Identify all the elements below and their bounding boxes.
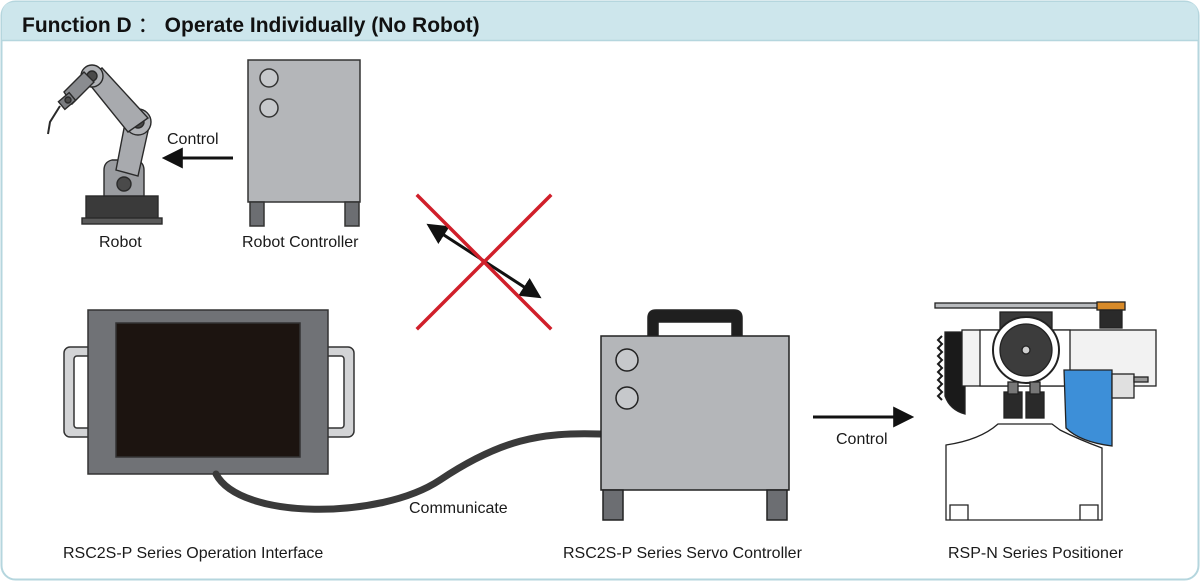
positioner-label: RSP-N Series Positioner bbox=[948, 545, 1124, 562]
communication-cable bbox=[212, 430, 604, 513]
robot-arm-icon bbox=[47, 64, 163, 225]
positioner-icon bbox=[934, 301, 1157, 521]
page-title: Function D：Operate Individually (No Robo… bbox=[22, 9, 480, 39]
servo-controller-cabinet-icon bbox=[600, 309, 790, 521]
blocked-link bbox=[415, 193, 553, 331]
title-right: Operate Individually (No Robot) bbox=[164, 14, 480, 37]
robot-controller-cabinet-icon bbox=[247, 59, 361, 227]
title-left: Function D bbox=[22, 14, 132, 37]
operation-interface-label: RSC2S-P Series Operation Interface bbox=[63, 545, 324, 562]
communicate-label: Communicate bbox=[409, 500, 508, 517]
robot-label: Robot bbox=[99, 234, 142, 251]
tablet-icon bbox=[63, 309, 355, 475]
control-label-bottom: Control bbox=[836, 431, 888, 448]
control-label-top: Control bbox=[167, 131, 219, 148]
servo-controller-label: RSC2S-P Series Servo Controller bbox=[563, 545, 802, 562]
robot-controller-label: Robot Controller bbox=[242, 234, 359, 251]
title-separator: ： bbox=[137, 14, 159, 37]
cross-icon bbox=[415, 193, 553, 331]
